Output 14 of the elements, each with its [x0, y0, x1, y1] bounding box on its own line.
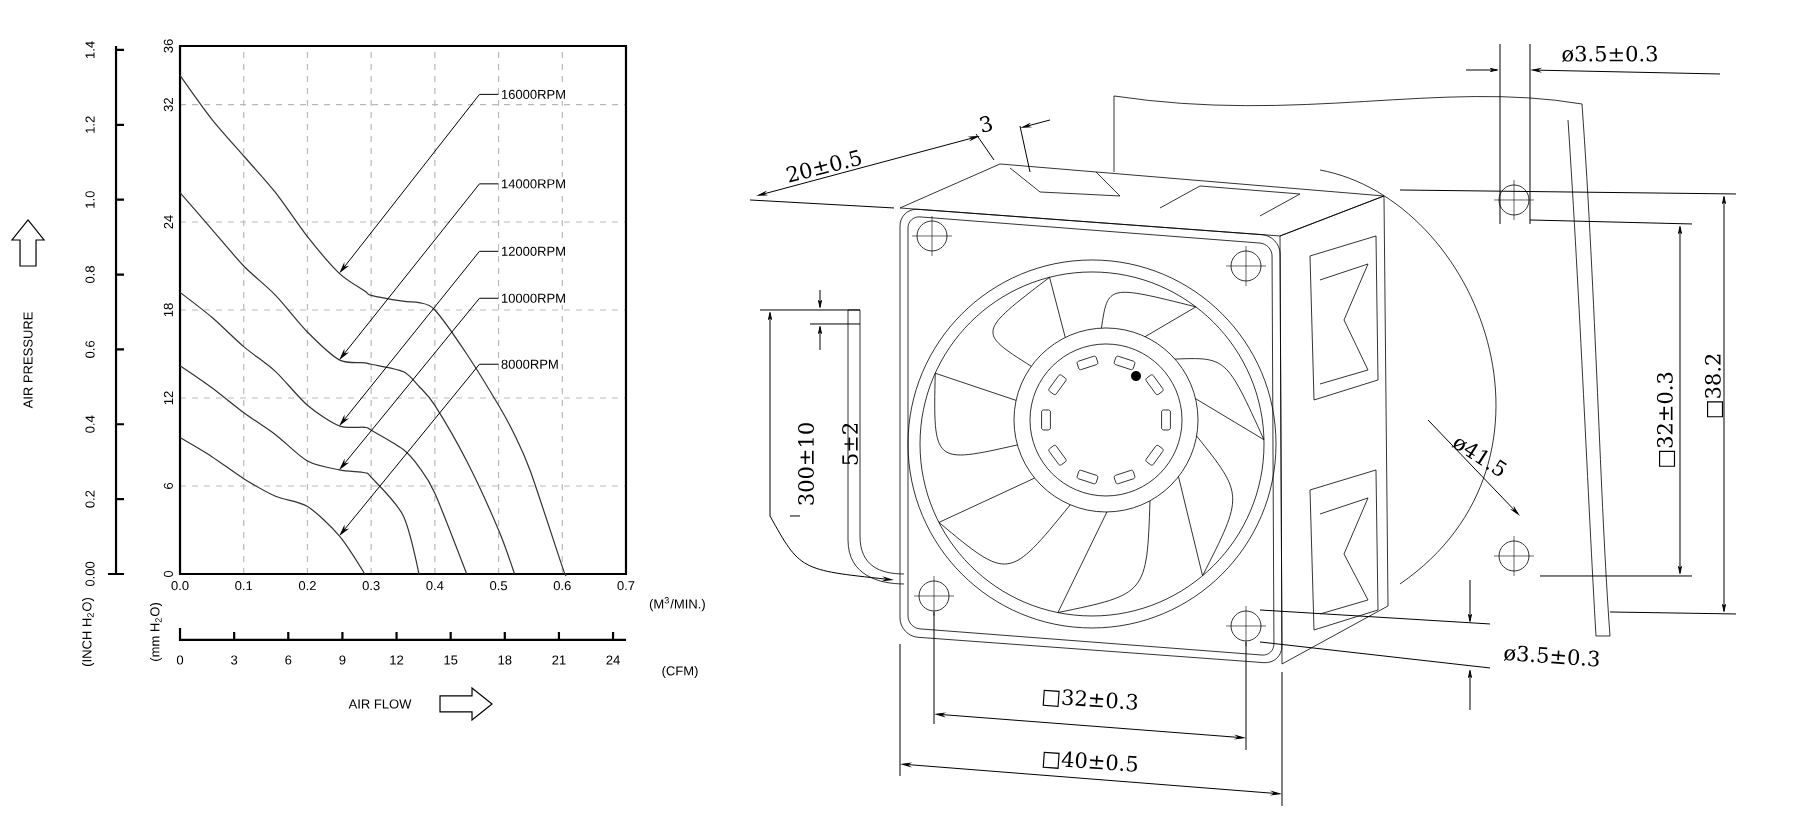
- line-series: [179, 291, 468, 575]
- dimension-text: 20±0.5: [786, 149, 861, 183]
- dimension-text: □32±0.3: [1656, 372, 1676, 467]
- dimension-text: □38.2: [1704, 354, 1724, 418]
- line-series: [179, 365, 420, 575]
- dimension-text: 5±2: [842, 423, 858, 465]
- dimension-text: ø3.5±0.3: [1503, 645, 1599, 667]
- line-series: [179, 436, 366, 575]
- dimension-text: 300±10: [798, 423, 814, 505]
- dimension-text: ø3.5±0.3: [1562, 45, 1657, 63]
- dimension-text: □32±0.3: [1042, 689, 1137, 710]
- dimension-text: 3: [979, 116, 992, 133]
- line-series: [179, 74, 567, 575]
- dimension-text: □40±0.5: [1042, 751, 1137, 772]
